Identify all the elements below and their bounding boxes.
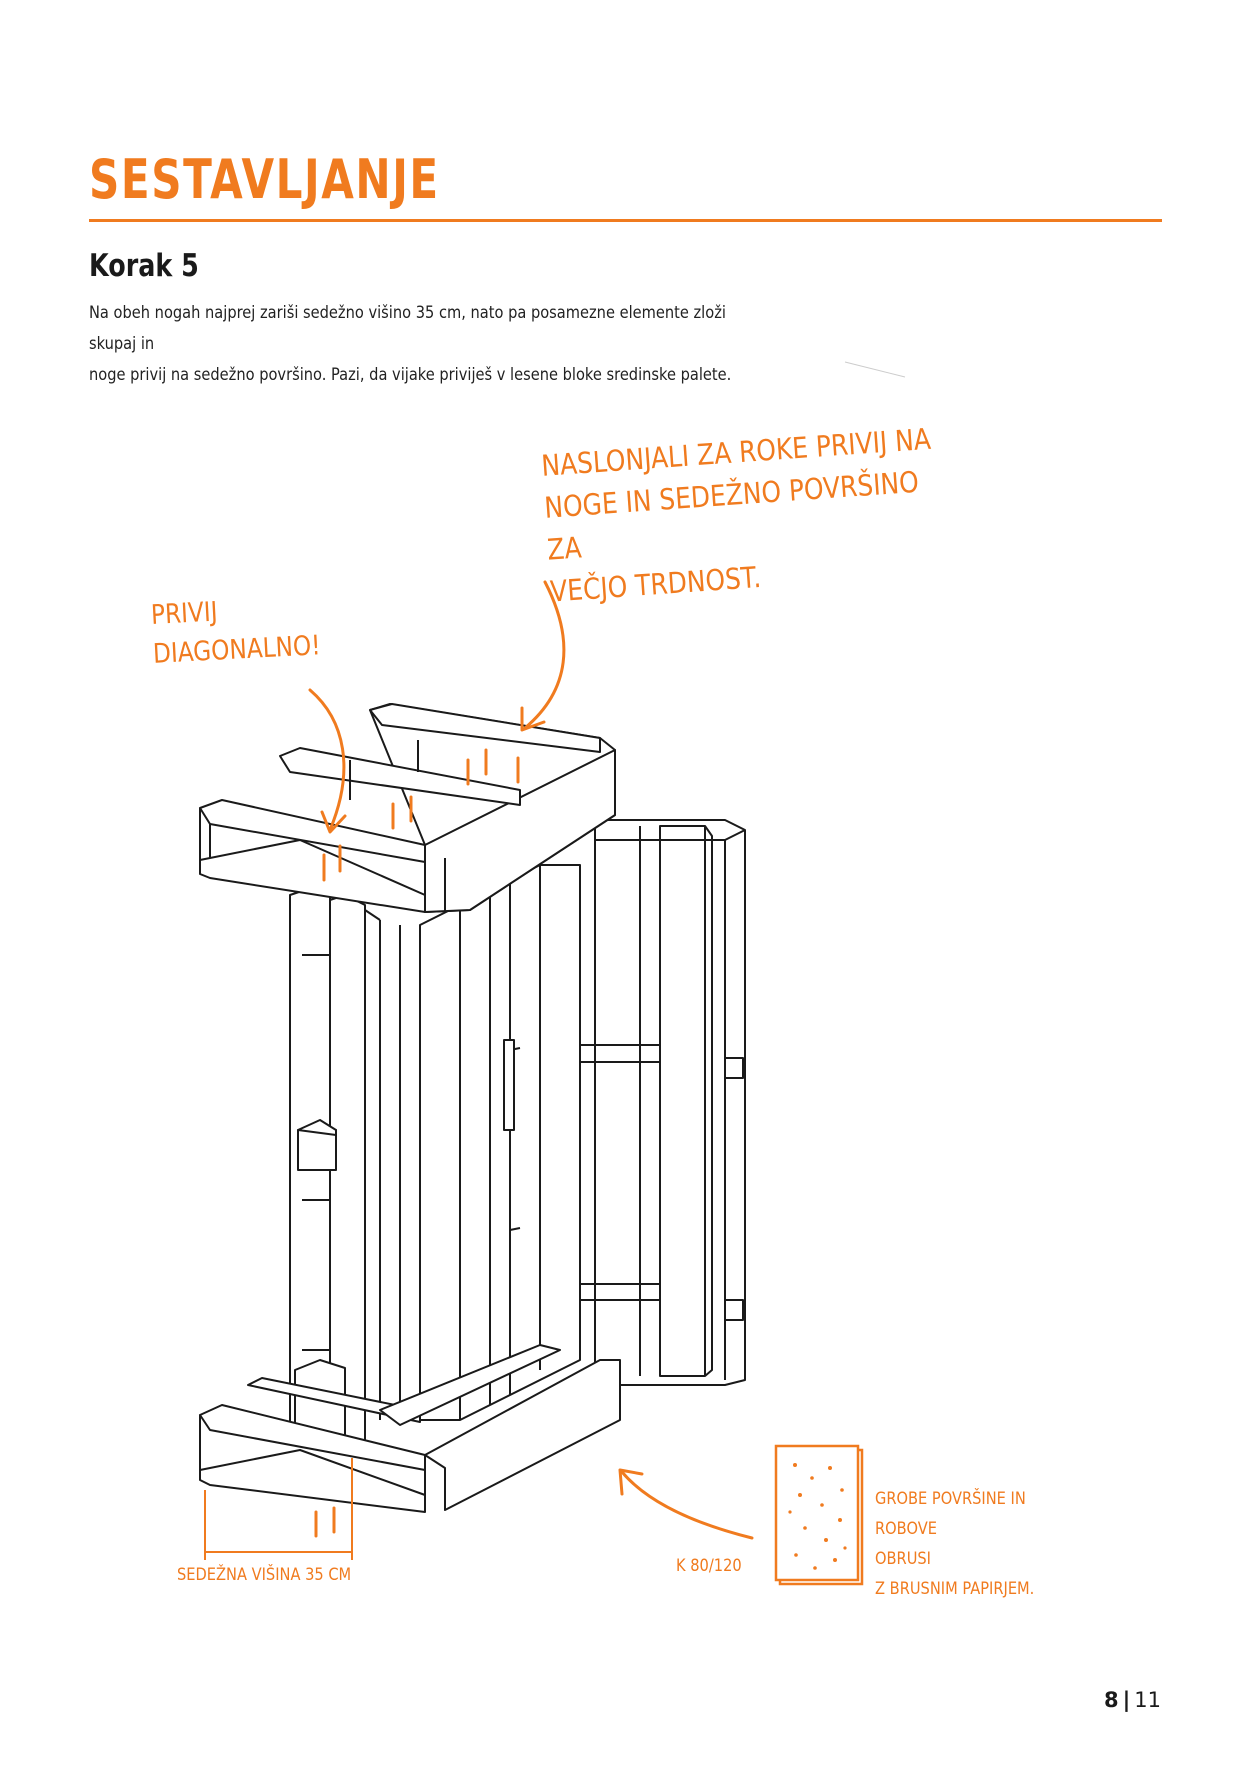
armrest-note: NASLONJALI ZA ROKE PRIVIJ NA NOGE IN SED… [540,416,964,612]
back-pallet [580,819,746,1386]
page-separator: | [1122,1688,1131,1712]
description-line: Na obeh nogah najprej zariši sedežno viš… [89,303,726,354]
arrow-icon [523,580,566,730]
arrow-icon [308,688,346,832]
step-description: Na obeh nogah najprej zariši sedežno viš… [89,298,760,391]
sanding-note-line: OBRUSI [875,1549,931,1569]
title-divider [89,219,1162,222]
description-line: noge privij na sedežno površino. Pazi, d… [89,365,732,385]
armrest-note-line: NOGE IN SEDEŽNO POVRŠINO ZA [543,464,920,567]
middle-pallet [419,864,581,1421]
arrow-icon [620,1470,754,1540]
sanding-note-line: Z BRUSNIM PAPIRJEM. [875,1579,1035,1599]
diagonal-note-line: DIAGONALNO! [152,630,322,670]
page-title: SESTAVLJANJE [89,148,440,211]
grit-label: K 80/120 [676,1556,742,1576]
sandpaper-icon [774,1444,864,1586]
step-heading: Korak 5 [89,248,199,284]
seat-height-label: SEDEŽNA VIŠINA 35 CM [177,1565,352,1585]
total-pages: 11 [1134,1688,1162,1712]
current-page: 8 [1104,1688,1119,1712]
diagonal-note-line: PRIVIJ [150,596,219,631]
diagonal-note: PRIVIJ DIAGONALNO! [150,584,377,674]
sanding-note-line: GROBE POVRŠINE IN ROBOVE [875,1489,1026,1539]
left-side-pallet [289,889,401,1446]
seat-pallet-top [199,703,616,913]
page-number: 8|11 [1104,1688,1161,1712]
sanding-note: GROBE POVRŠINE IN ROBOVE OBRUSI Z BRUSNI… [875,1484,1081,1604]
seat-pallet-bottom [199,1344,621,1513]
